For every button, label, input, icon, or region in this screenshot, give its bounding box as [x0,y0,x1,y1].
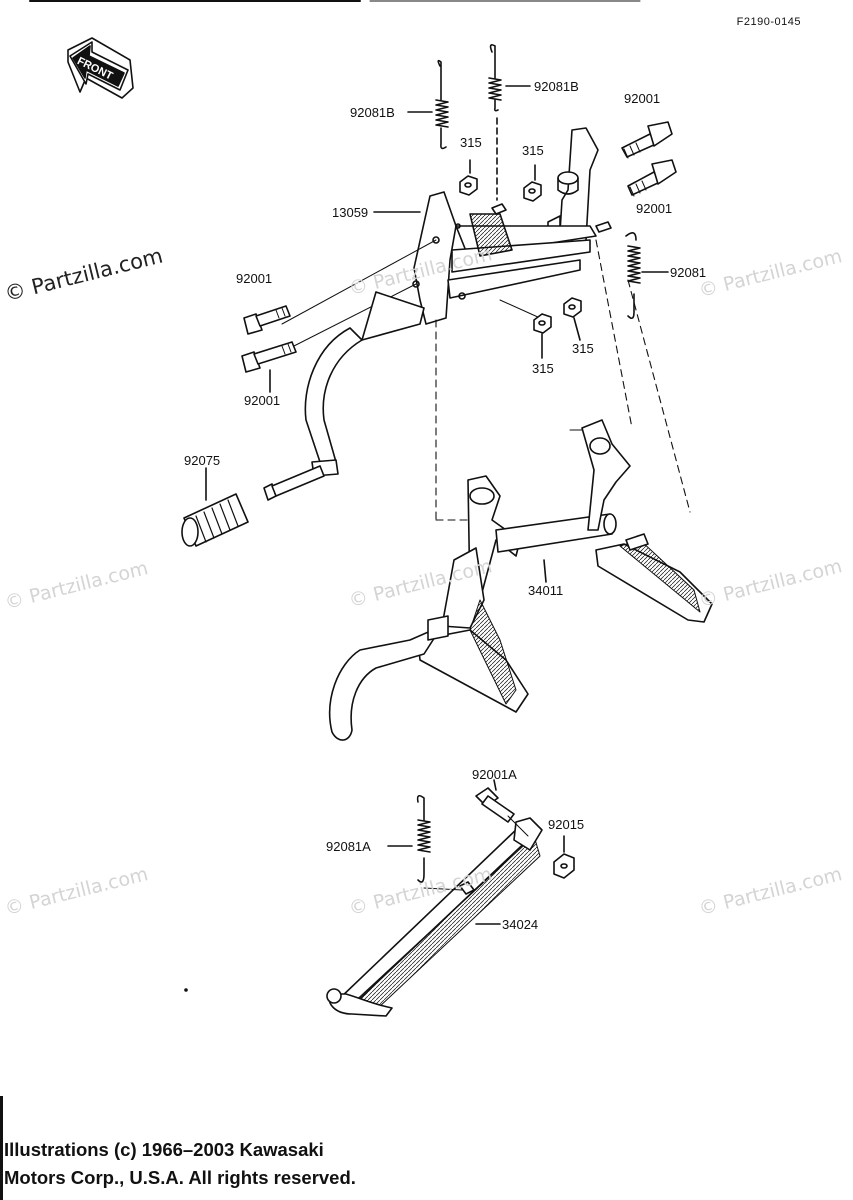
callout-34011: 34011 [528,583,564,598]
front-arrow-icon [67,37,134,99]
callout-315-mid-left: 315 [532,361,554,376]
spring-92081b-left [407,59,449,150]
callout-92081b-left: 92081B [350,105,395,120]
pedal-rubber-92075 [181,465,325,547]
callout-92081a: 92081A [326,839,371,854]
nut-315-top-right [523,164,542,202]
callout-92001a: 92001A [472,767,517,782]
nut-92015 [553,835,575,879]
nut-315-mid-right [563,297,582,341]
figure-id: F2190-0145 [736,16,801,28]
callout-92075: 92075 [184,453,221,468]
callout-315-mid-right: 315 [572,341,594,356]
bolt-92001-top-2 [627,159,677,197]
bolt-92001-left-2 [241,341,297,393]
bolt-92001-top-1 [621,121,673,159]
spring-92081b-right [488,44,531,201]
main-stand-34011 [328,419,713,741]
spring-92081 [625,232,669,320]
callout-92001-top-1: 92001 [624,91,661,106]
callout-13059: 13059 [332,205,369,220]
callout-92081: 92081 [670,265,707,280]
kick-arm [304,291,425,477]
side-stand-34024 [326,817,543,1017]
nut-315-mid-left [533,313,552,359]
margin-bar [0,1096,3,1200]
spring-92081a [387,794,463,891]
copyright-line-1: Illustrations (c) 1966–2003 Kawasaki [4,1139,324,1160]
callout-92081b-right: 92081B [534,79,579,94]
callout-92001-top-2: 92001 [636,201,673,216]
copyright-notice: Illustrations (c) 1966–2003 Kawasaki Mot… [4,1136,356,1192]
callout-315-top-right: 315 [522,143,544,158]
callout-92001-left-1: 92001 [236,271,273,286]
callout-34024: 34024 [502,917,539,932]
bolt-92001a [475,779,529,837]
bolt-92001-left-1 [243,305,291,335]
bracket-13059 [373,191,612,325]
callout-92015: 92015 [548,817,585,832]
copyright-line-2: Motors Corp., U.S.A. All rights reserved… [4,1167,356,1188]
callout-92001-left-2: 92001 [244,393,281,408]
nut-315-top-left [459,159,478,196]
callout-315-top-left: 315 [460,135,482,150]
